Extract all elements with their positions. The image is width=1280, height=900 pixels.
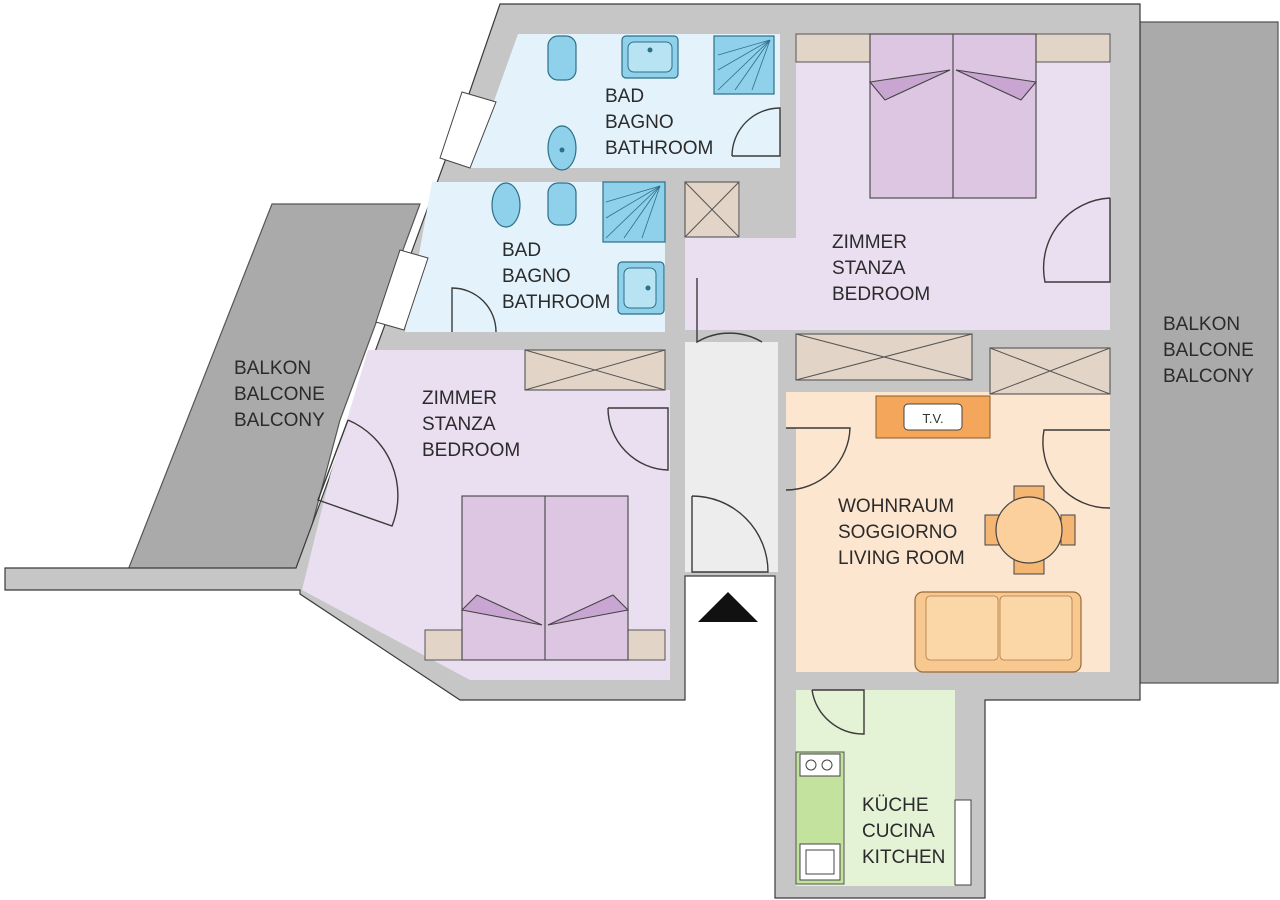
- label-line: BAGNO: [605, 112, 674, 133]
- closet-bedroom-left: [524, 349, 666, 391]
- label-line: BEDROOM: [422, 440, 520, 461]
- label-line: SOGGIORNO: [838, 522, 957, 543]
- label-living-room: WOHNRAUM SOGGIORNO LIVING ROOM: [838, 496, 965, 569]
- label-line: BATHROOM: [502, 292, 610, 313]
- entrance-arrow-icon: [698, 592, 758, 622]
- label-line: BAGNO: [502, 266, 571, 287]
- label-line: ZIMMER: [422, 388, 497, 409]
- doors: [317, 107, 1111, 735]
- label-line: BAD: [502, 240, 541, 261]
- window-bath-upper: [439, 91, 497, 169]
- label-balcony-right: BALKON BALCONE BALCONY: [1163, 314, 1254, 387]
- label-line: STANZA: [422, 414, 496, 435]
- label-line: BALCONE: [1163, 340, 1254, 361]
- label-line: ZIMMER: [832, 232, 907, 253]
- label-line: WOHNRAUM: [838, 496, 954, 517]
- sofa: [914, 591, 1082, 673]
- kitchen-counter: [795, 751, 845, 885]
- label-line: BALCONY: [234, 410, 325, 431]
- label-line: CUCINA: [862, 821, 935, 842]
- label-line: LIVING ROOM: [838, 548, 965, 569]
- closet-bath-corner: [684, 181, 740, 238]
- label-bedroom-upper: ZIMMER STANZA BEDROOM: [832, 232, 930, 305]
- tv-label: T.V.: [922, 411, 943, 426]
- bathroom-upper-fixtures: [547, 35, 775, 171]
- label-line: BATHROOM: [605, 138, 713, 159]
- label-line: KITCHEN: [862, 847, 945, 868]
- window-bath-lower: [375, 249, 429, 331]
- dining-table: [984, 485, 1076, 575]
- label-line: BALCONE: [234, 384, 325, 405]
- label-line: STANZA: [832, 258, 906, 279]
- hallway: [685, 342, 778, 572]
- bathroom-lower-fixtures: [491, 181, 666, 315]
- label-line: BALKON: [234, 358, 311, 379]
- tv-icon: [903, 403, 963, 431]
- label-bathroom-upper: BAD BAGNO BATHROOM: [605, 86, 713, 159]
- closet-bedroom-upper-1: [795, 333, 973, 381]
- window-kitchen: [954, 799, 972, 886]
- double-bed-left: [424, 495, 666, 661]
- label-bathroom-lower: BAD BAGNO BATHROOM: [502, 240, 610, 313]
- label-line: BAD: [605, 86, 644, 107]
- label-line: BEDROOM: [832, 284, 930, 305]
- label-line: BALKON: [1163, 314, 1240, 335]
- label-line: KÜCHE: [862, 795, 929, 816]
- closet-bedroom-upper-2: [989, 347, 1111, 395]
- double-bed-upper: [795, 33, 1111, 199]
- label-kitchen: KÜCHE CUCINA KITCHEN: [862, 795, 945, 868]
- tv-unit: T.V.: [875, 395, 991, 439]
- label-bedroom-left: ZIMMER STANZA BEDROOM: [422, 388, 520, 461]
- label-line: BALCONY: [1163, 366, 1254, 387]
- bathroom-lower: [405, 182, 665, 332]
- label-balcony-left: BALKON BALCONE BALCONY: [234, 358, 325, 431]
